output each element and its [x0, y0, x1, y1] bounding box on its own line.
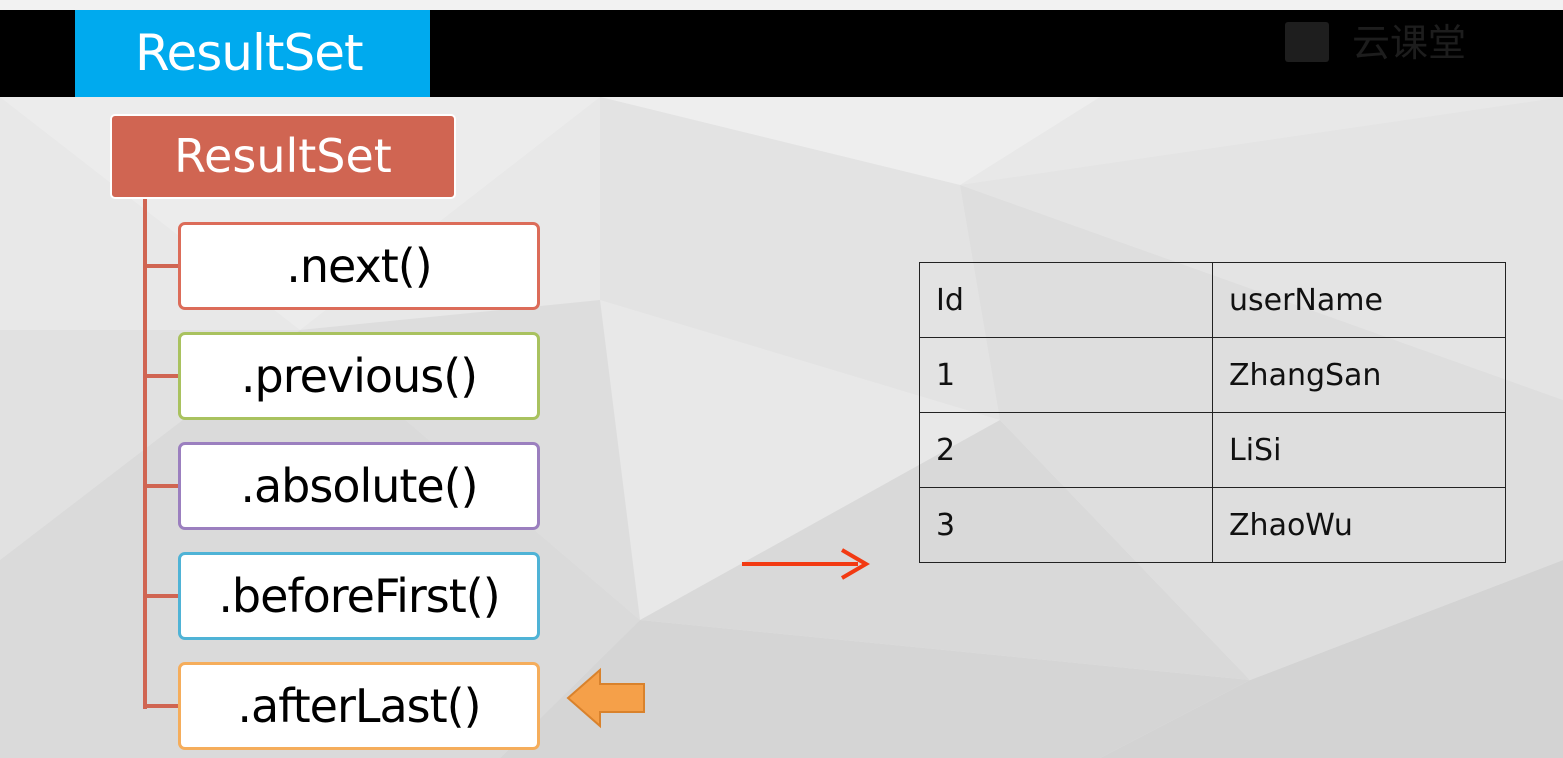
method-afterlast: .afterLast() [178, 662, 540, 750]
table-row: 2 LiSi [919, 412, 1506, 488]
cell-username: ZhangSan [1212, 337, 1506, 413]
result-table: Id userName 1 ZhangSan 2 LiSi 3 ZhaoWu [919, 262, 1506, 563]
left-arrow-icon [566, 667, 645, 729]
tree-branch-line [143, 374, 180, 378]
table-row: 3 ZhaoWu [919, 487, 1506, 563]
column-header-id: Id [919, 262, 1213, 338]
right-arrow-icon [742, 548, 870, 580]
column-header-username: userName [1212, 262, 1506, 338]
method-absolute: .absolute() [178, 442, 540, 530]
page-title: ResultSet [75, 10, 430, 97]
tree-trunk-line [143, 199, 147, 709]
method-next: .next() [178, 222, 540, 310]
logo-icon [1285, 22, 1329, 62]
cell-id: 3 [919, 487, 1213, 563]
watermark: 云课堂 [1282, 14, 1492, 68]
tree-root-resultset: ResultSet [110, 114, 456, 199]
method-beforefirst: .beforeFirst() [178, 552, 540, 640]
cell-username: ZhaoWu [1212, 487, 1506, 563]
tree-branch-line [143, 704, 180, 708]
cell-id: 1 [919, 337, 1213, 413]
tree-branch-line [143, 594, 180, 598]
cell-id: 2 [919, 412, 1213, 488]
table-row: 1 ZhangSan [919, 337, 1506, 413]
tree-branch-line [143, 484, 180, 488]
method-previous: .previous() [178, 332, 540, 420]
cell-username: LiSi [1212, 412, 1506, 488]
top-strip [0, 0, 1563, 10]
table-header-row: Id userName [919, 262, 1506, 338]
watermark-text: 云课堂 [1352, 21, 1467, 65]
tree-branch-line [143, 264, 180, 268]
